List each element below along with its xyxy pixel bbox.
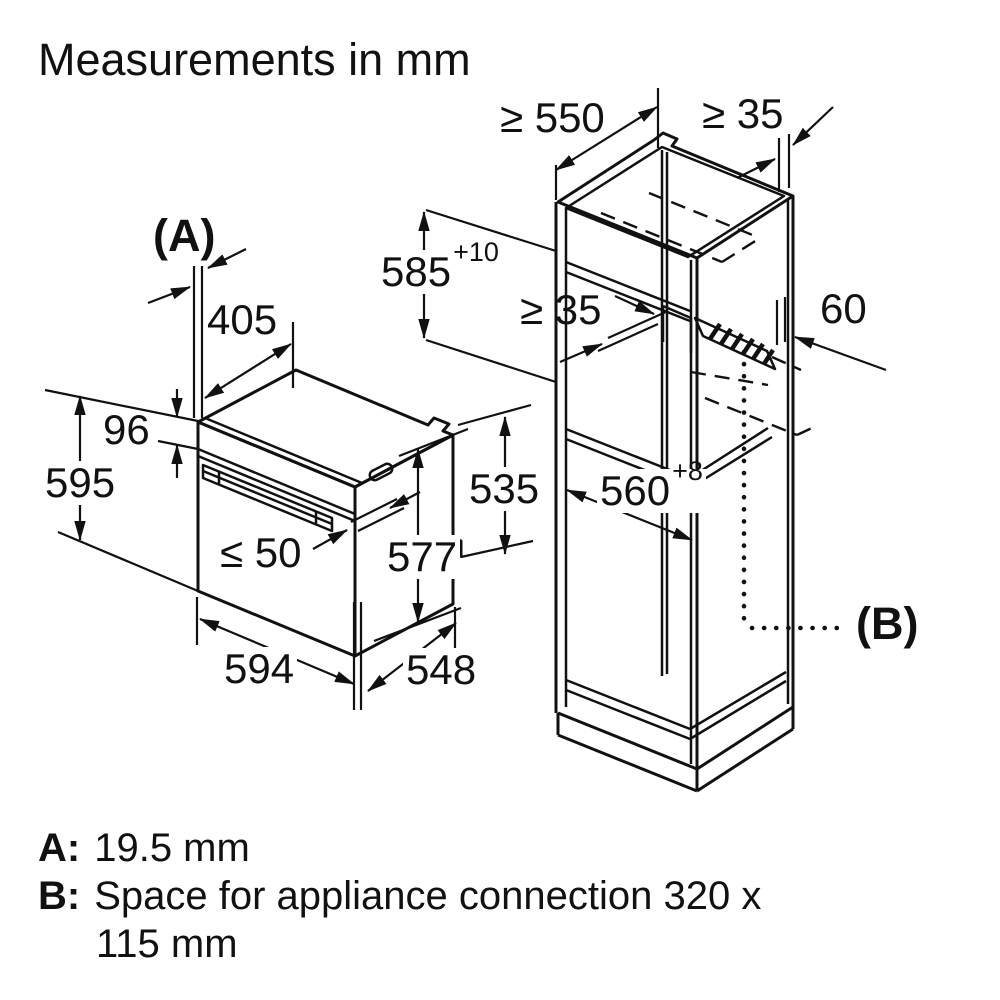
cabinet-drawing [554, 131, 849, 793]
dim-niche-width: 560 +8 [597, 457, 706, 514]
callout-a: (A) [153, 210, 216, 261]
oven-drawing [196, 368, 463, 658]
dim-oven-depth-with-door: 577 [384, 534, 461, 580]
legend-b: B: Space for appliance connection 320 x [38, 874, 761, 918]
legend-a-key: A: [38, 826, 81, 870]
dim-side-recess: 60 [820, 285, 867, 332]
dim-handle-depth: ≤ 50 [220, 529, 302, 576]
dim-cabinet-depth: ≥ 550 [500, 94, 605, 141]
legend-b-continued: 115 mm [96, 922, 238, 966]
legend-a: A: 19.5 mm [38, 826, 250, 870]
dim-niche-width-base: 560 [600, 467, 671, 514]
dim-niche-height-base: 585 [381, 248, 452, 295]
dim-oven-height: 595 [42, 460, 119, 506]
dim-niche-height-tolerance: +10 [453, 237, 499, 267]
dimension-lines [44, 88, 887, 710]
dim-niche-height: 585 +10 [378, 238, 502, 295]
dim-panel-height: 96 [103, 406, 150, 453]
dim-inner-height: 535 [466, 466, 543, 512]
dim-rear-gap-top: ≥ 35 [702, 90, 784, 137]
diagram-title: Measurements in mm [38, 34, 471, 85]
callout-b: (B) [856, 598, 919, 649]
dim-oven-width: 594 [221, 646, 298, 692]
dim-top-setback: 405 [207, 296, 278, 343]
legend-b-key: B: [38, 874, 81, 918]
legend-b-line1: Space for appliance connection 320 x [94, 874, 762, 918]
dim-vent-gap: ≥ 35 [520, 286, 602, 333]
dim-niche-width-tolerance: +8 [672, 456, 703, 486]
dim-oven-depth: 548 [403, 647, 480, 693]
legend-a-value: 19.5 mm [94, 826, 250, 870]
